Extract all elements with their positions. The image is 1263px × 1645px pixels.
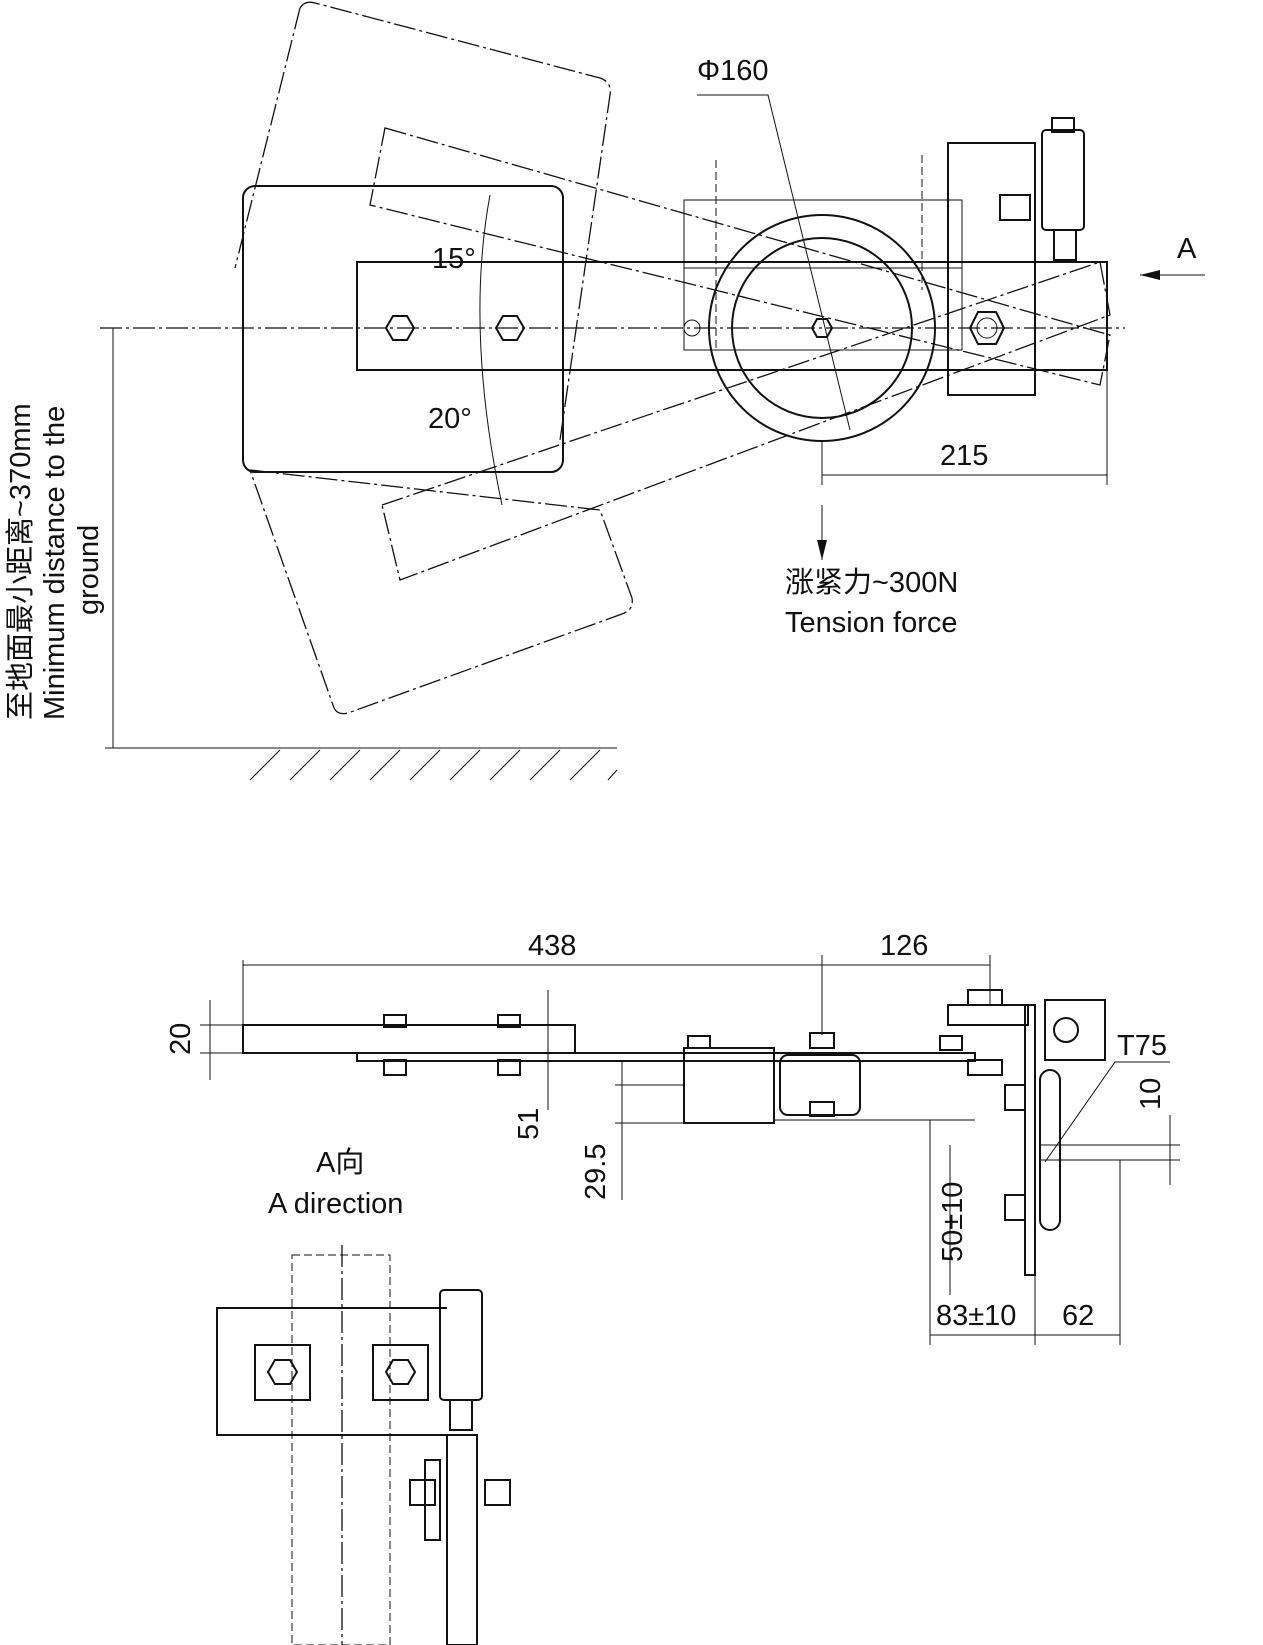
a-view-title-en: A direction [268,1188,403,1220]
plate-side [242,1024,576,1054]
guide-roller-a [424,1459,441,1541]
housing-side [683,1047,775,1124]
angle-20-label: 20° [428,403,472,435]
view-a-label: A [1177,233,1197,265]
dim-50: 50±10 [937,1182,969,1262]
bolt-block [254,1344,311,1401]
diameter-leader [697,94,851,431]
plate-rotated-up [299,1,611,441]
dim-62: 62 [1062,1300,1094,1332]
arm-rotated-up [369,127,1111,386]
switch-side [1044,999,1106,1061]
arm-side [356,1052,976,1062]
tension-arm [356,261,1108,371]
bolt-hex-icon [384,315,416,341]
a-direction-view: A向 A direction [216,1146,511,1645]
ground-distance-en: Minimum distance to the [39,406,71,720]
guide-roller [1039,1069,1061,1231]
limit-switch-a [439,1289,483,1401]
ground-distance-cn: 至地面最小距离~370mm [4,403,37,720]
tension-cn: 涨紧力~300N [785,566,958,599]
rail-leader [1044,1061,1170,1163]
dim-10: 10 [1135,1078,1167,1110]
axle-nut-icon [810,318,834,338]
bolt-hex-icon [384,1359,417,1385]
pulley-side [779,1054,861,1116]
switch-cap [1051,117,1075,133]
side-view: 438 126 20 51 29.5 T75 10 50±10 83±10 62 [165,930,1180,1345]
ground-distance-en-2: ground [73,525,105,615]
top-view: Φ160 A 15° 20° 215 涨紧力~300N Tension forc… [4,1,1205,781]
pulley-inner [731,237,913,419]
plate-rotated-down [249,469,633,715]
plate-rotated-up-edge [234,7,301,269]
bolts-side [383,989,1026,1221]
bolt-block [372,1344,429,1401]
switch-roller-a [449,1399,473,1431]
pulley-housing [683,199,963,351]
angle-15-label: 15° [432,243,476,275]
dim-83: 83±10 [936,1300,1016,1332]
bolt-washer [976,317,998,339]
bolt-hex-icon [494,315,526,341]
switch-roller [1053,229,1077,261]
switch-bracket [947,142,1036,396]
mounting-plate [242,185,564,473]
dim-20: 20 [165,1023,197,1055]
dim-215: 215 [940,440,988,472]
mount-plate-a [216,1307,447,1436]
limit-switch [1041,129,1085,231]
tension-en: Tension force [785,607,958,639]
arm-rotated-down [381,261,1111,581]
angle-arc [479,194,503,506]
guide-rail [291,1254,391,1645]
pin-hole [683,319,701,337]
bolt-a [484,1479,511,1506]
dim-29-5: 29.5 [580,1144,612,1200]
arrowhead-icon [817,540,827,560]
switch-nut [999,194,1031,221]
bolt-hex-icon [968,311,1006,345]
dim-126: 126 [880,930,928,962]
dim-51: 51 [513,1108,545,1140]
rail-bracket [1024,1004,1036,1276]
rail-bracket-a [446,1434,478,1645]
arrowhead-icon [1140,270,1160,280]
pulley-diameter-label: Φ160 [697,55,769,87]
ground-hatch [249,749,618,781]
bolt-a [409,1479,436,1506]
a-view-title-cn: A向 [316,1146,364,1179]
bolt-hex-icon [266,1359,299,1385]
dim-438: 438 [528,930,576,962]
rail-label: T75 [1117,1030,1167,1062]
bracket-side [947,1004,1029,1026]
switch-roller-side [1053,1017,1079,1043]
